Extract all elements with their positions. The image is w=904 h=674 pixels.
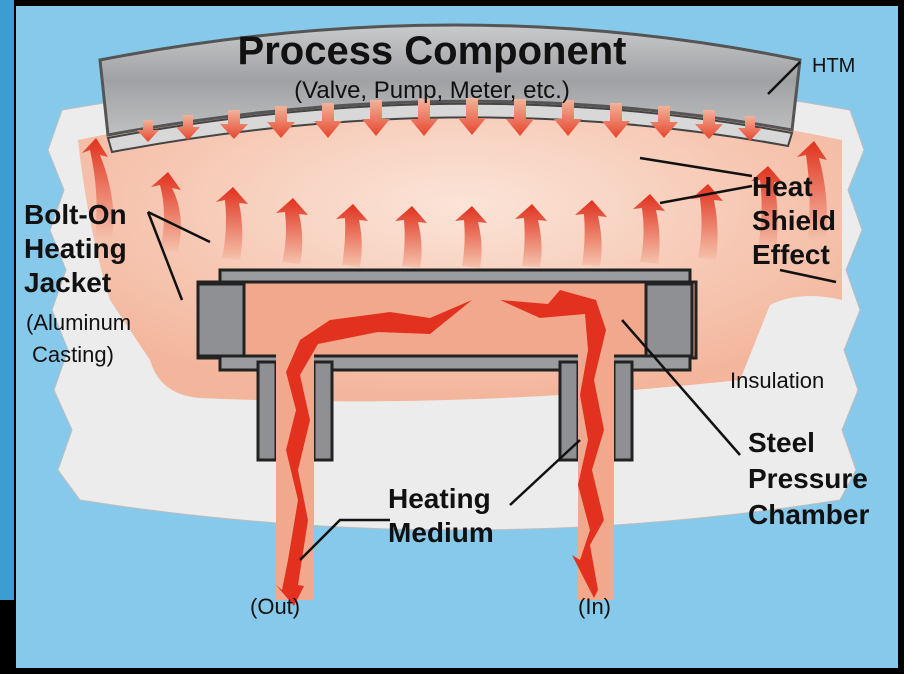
bolt-on-label-line2: Heating xyxy=(24,233,127,264)
out-label: (Out) xyxy=(250,594,300,619)
steel-label-line2: Pressure xyxy=(748,463,868,494)
diagram-title: Process Component xyxy=(238,29,627,73)
htm-label: HTM xyxy=(812,55,855,77)
steel-label-line3: Chamber xyxy=(748,499,869,530)
steel-label-line1: Steel xyxy=(748,427,815,458)
aluminum-label-line1: (Aluminum xyxy=(26,310,131,335)
heating-medium-label-line2: Medium xyxy=(388,517,494,548)
insulation-label: Insulation xyxy=(730,368,824,393)
left-edge-strip xyxy=(0,0,14,600)
diagram-subtitle: (Valve, Pump, Meter, etc.) xyxy=(294,77,570,104)
bolt-on-label-line3: Jacket xyxy=(24,267,111,298)
aluminum-label-line2: Casting) xyxy=(32,342,114,367)
heat-shield-label-line2: Shield xyxy=(752,205,836,236)
heat-shield-label-line3: Effect xyxy=(752,239,830,270)
in-label: (In) xyxy=(578,594,611,619)
heat-shield-label-line1: Heat xyxy=(752,171,813,202)
heating-medium-label-line1: Heating xyxy=(388,483,491,514)
bolt-on-label-line1: Bolt-On xyxy=(24,199,127,230)
